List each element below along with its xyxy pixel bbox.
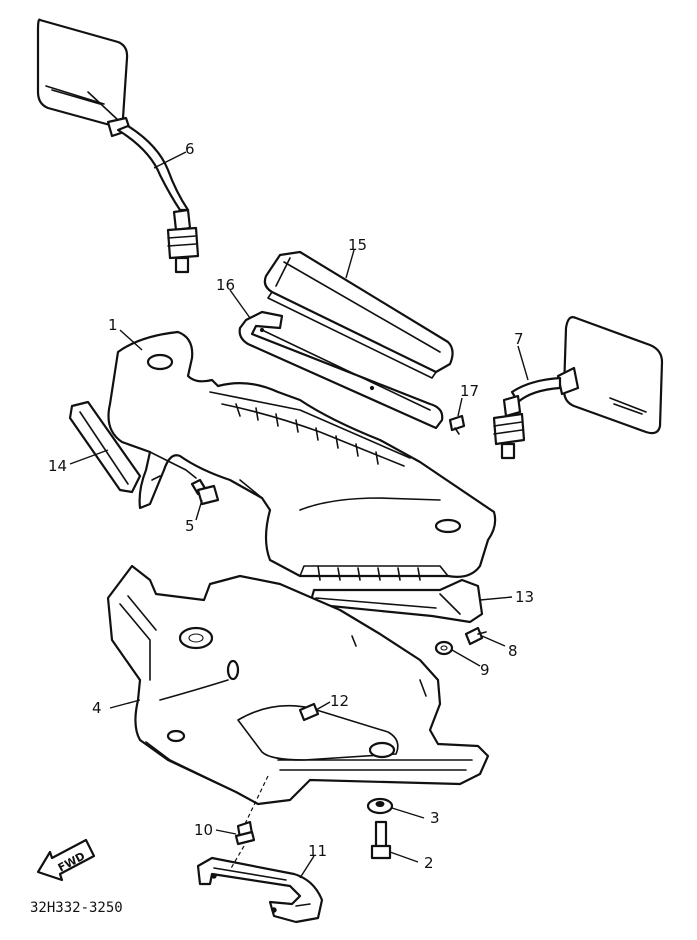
right-mirror bbox=[492, 316, 664, 460]
callout-8: 8 bbox=[508, 642, 518, 660]
callout-17: 17 bbox=[460, 382, 479, 400]
callout-13: 13 bbox=[515, 588, 534, 606]
leader-lines bbox=[69, 151, 529, 879]
washer-9 bbox=[434, 640, 454, 656]
callout-7: 7 bbox=[514, 330, 524, 348]
callout-5: 5 bbox=[185, 517, 195, 535]
clip-12 bbox=[298, 702, 320, 722]
callout-15: 15 bbox=[348, 236, 367, 254]
callout-10: 10 bbox=[194, 821, 213, 839]
alignment-line bbox=[243, 775, 269, 827]
bolt-2 bbox=[370, 820, 392, 860]
small-screw bbox=[448, 414, 466, 435]
trim-rail bbox=[238, 310, 444, 430]
callout-16: 16 bbox=[216, 276, 235, 294]
lower-cover bbox=[106, 564, 490, 806]
callout-2: 2 bbox=[424, 854, 434, 872]
windscreen-strip bbox=[263, 250, 454, 379]
callout-14: 14 bbox=[48, 457, 67, 475]
callout-9: 9 bbox=[480, 661, 490, 679]
callout-12: 12 bbox=[330, 692, 349, 710]
upper-cover bbox=[107, 330, 497, 581]
left-mirror bbox=[36, 18, 200, 274]
bracket-11 bbox=[196, 856, 324, 924]
washer-3 bbox=[366, 797, 394, 815]
screw-10 bbox=[234, 820, 256, 846]
callout-11: 11 bbox=[308, 842, 327, 860]
fwd-arrow-icon: FWD bbox=[36, 838, 96, 882]
callout-3: 3 bbox=[430, 809, 440, 827]
drawing-code: 32H332-3250 bbox=[30, 900, 123, 916]
callout-4: 4 bbox=[92, 699, 102, 717]
bolt-5 bbox=[190, 478, 220, 506]
callout-6: 6 bbox=[185, 140, 195, 158]
trim-strip-13 bbox=[308, 578, 484, 624]
bolt-8 bbox=[464, 626, 487, 646]
callout-1: 1 bbox=[108, 316, 118, 334]
alignment-line-2 bbox=[229, 845, 245, 871]
side-strip bbox=[68, 400, 142, 494]
